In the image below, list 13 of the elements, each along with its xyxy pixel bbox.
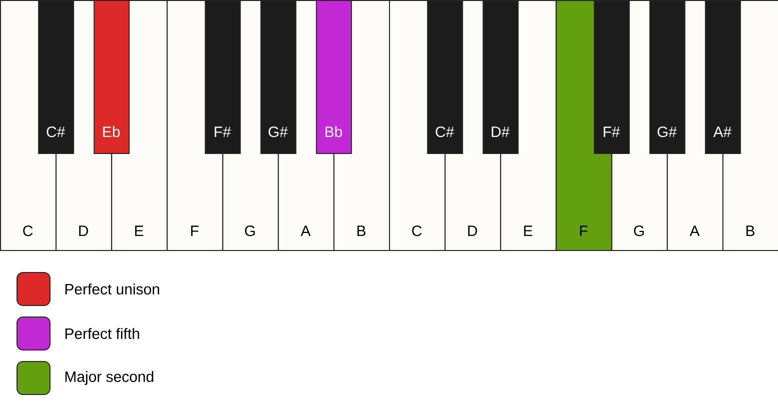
piano-key: Eb <box>94 0 130 154</box>
piano-key: Bb <box>316 0 352 154</box>
piano-key: G# <box>260 0 296 154</box>
legend-label: Major second <box>65 371 154 385</box>
piano-key: A# <box>704 0 741 154</box>
piano-key: F# <box>594 0 630 154</box>
piano-key: F# <box>204 0 241 154</box>
piano-key: D# <box>482 0 519 154</box>
legend-label: Perfect unison <box>65 283 160 294</box>
piano-key: C# <box>38 0 74 154</box>
piano-key: C# <box>427 0 464 154</box>
legend-label: Perfect fifth <box>65 328 140 339</box>
piano-key: G# <box>649 0 686 154</box>
